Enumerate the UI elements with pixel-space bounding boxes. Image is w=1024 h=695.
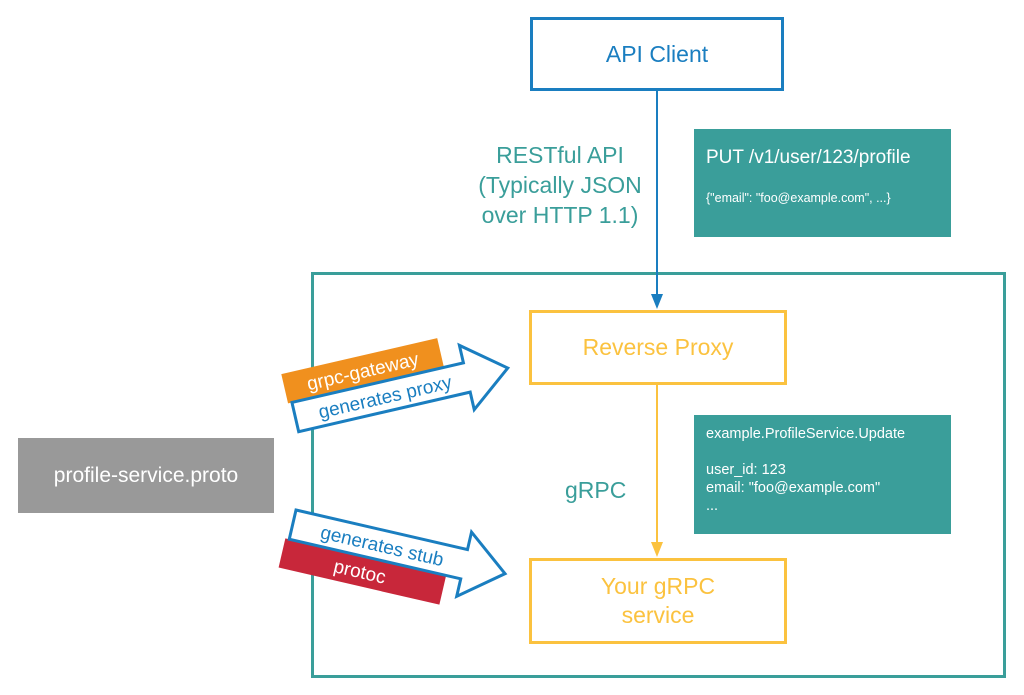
gateway-generator-group: grpc-gateway generates proxy — [281, 338, 511, 434]
rest-edge-label: RESTful API (Typically JSON over HTTP 1.… — [448, 140, 672, 230]
rest-label-line1: RESTful API — [496, 142, 624, 168]
rpc-example-title: example.ProfileService.Update — [706, 426, 906, 442]
generates-stub-arrow — [287, 508, 508, 600]
api-client-node: API Client — [530, 17, 784, 91]
rpc-example-line1: user_id: 123 — [706, 462, 786, 478]
generates-proxy-arrow — [290, 342, 511, 434]
request-example-body: {"email": "foo@example.com", ...} — [706, 191, 891, 205]
grpc-service-node: Your gRPC service — [529, 558, 787, 644]
grpc-edge-label: gRPC — [565, 477, 627, 503]
request-example-title: PUT /v1/user/123/profile — [706, 147, 911, 168]
protoc-tag — [278, 538, 447, 605]
rpc-example-line3: ... — [706, 498, 719, 514]
reverse-proxy-node: Reverse Proxy — [529, 310, 787, 385]
grpc-service-label-line1: Your gRPC — [600, 573, 716, 599]
rpc-example-note: example.ProfileService.Update user_id: 1… — [694, 415, 951, 534]
grpc-service-label-line2: service — [621, 602, 695, 628]
grpc-gateway-tag — [281, 338, 444, 404]
proto-file-node: profile-service.proto — [18, 438, 274, 513]
rpc-example-line2: email: "foo@example.com" — [706, 480, 881, 496]
rest-label-line3: over HTTP 1.1) — [481, 202, 639, 228]
grpc-arrowhead — [651, 542, 663, 557]
api-client-label: API Client — [605, 40, 709, 67]
protoc-generator-group: protoc generates stub — [278, 508, 508, 605]
server-boundary — [311, 272, 1006, 678]
rest-label-line2: (Typically JSON — [478, 172, 642, 198]
request-example-note: PUT /v1/user/123/profile {"email": "foo@… — [694, 129, 951, 237]
reverse-proxy-label: Reverse Proxy — [582, 334, 734, 360]
proto-file-label: profile-service.proto — [53, 463, 239, 487]
rest-arrowhead — [651, 294, 663, 309]
